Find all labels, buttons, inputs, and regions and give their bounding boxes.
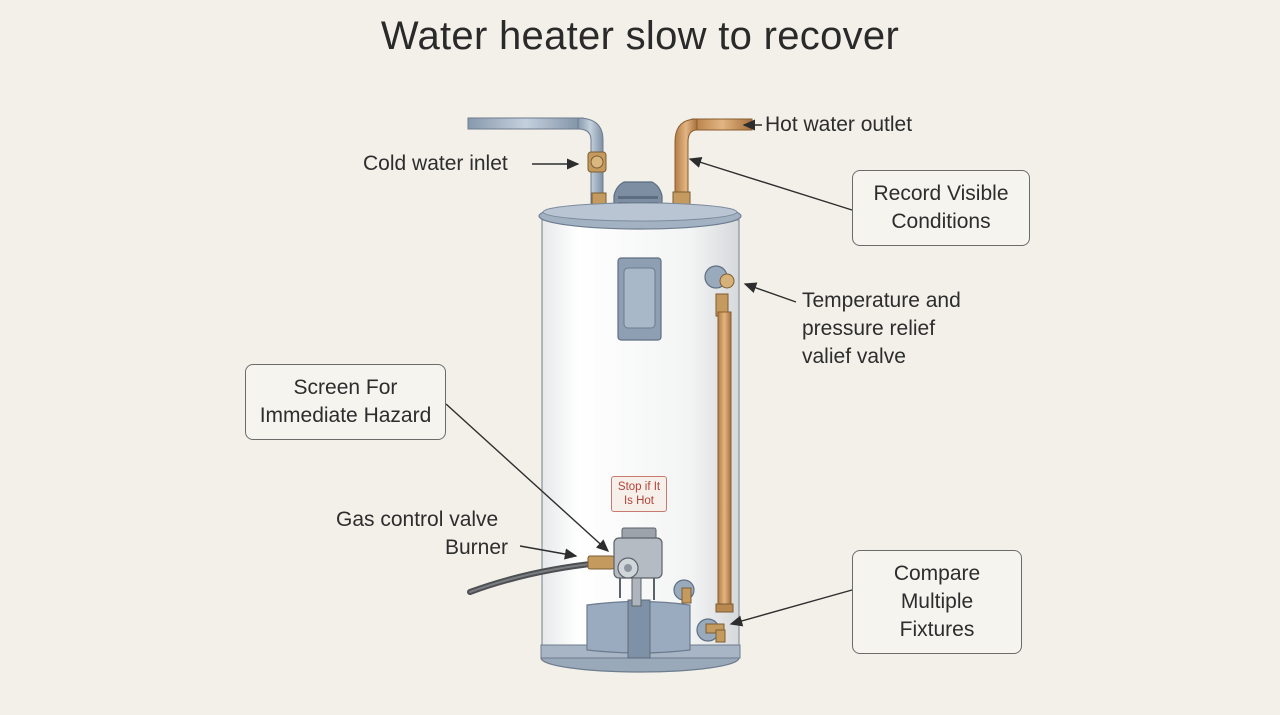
tp-relief-valve xyxy=(704,265,735,613)
tp-relief-valve-label: Temperature and pressure relief valief v… xyxy=(802,289,961,368)
hot-water-pipe xyxy=(672,118,753,207)
cold-water-inlet-label: Cold water inlet xyxy=(363,152,508,175)
leader-compare xyxy=(729,589,853,627)
gas-control-valve xyxy=(613,527,663,607)
gas-supply-line xyxy=(467,555,615,595)
leader-burner xyxy=(519,545,578,560)
burner-access xyxy=(586,599,691,659)
hot-water-outlet-label: Hot water outlet xyxy=(765,113,913,136)
warning-tag: Stop if It Is Hot xyxy=(611,476,667,512)
leader-tpr xyxy=(743,282,797,303)
compare-fixtures-box: Compare Multiple Fixtures xyxy=(852,550,1022,654)
diagram-title: Water heater slow to recover xyxy=(380,14,900,58)
screen-hazard-box: Screen For Immediate Hazard xyxy=(245,364,446,440)
leader-record xyxy=(688,157,853,211)
access-panel xyxy=(617,257,662,341)
record-conditions-box: Record Visible Conditions xyxy=(852,170,1030,246)
leader-screen xyxy=(445,403,610,552)
burner-label: Burner xyxy=(445,536,509,559)
leader-lines xyxy=(445,119,853,627)
drain-valves xyxy=(673,579,726,643)
gas-control-valve-label: Gas control valve xyxy=(336,508,499,531)
